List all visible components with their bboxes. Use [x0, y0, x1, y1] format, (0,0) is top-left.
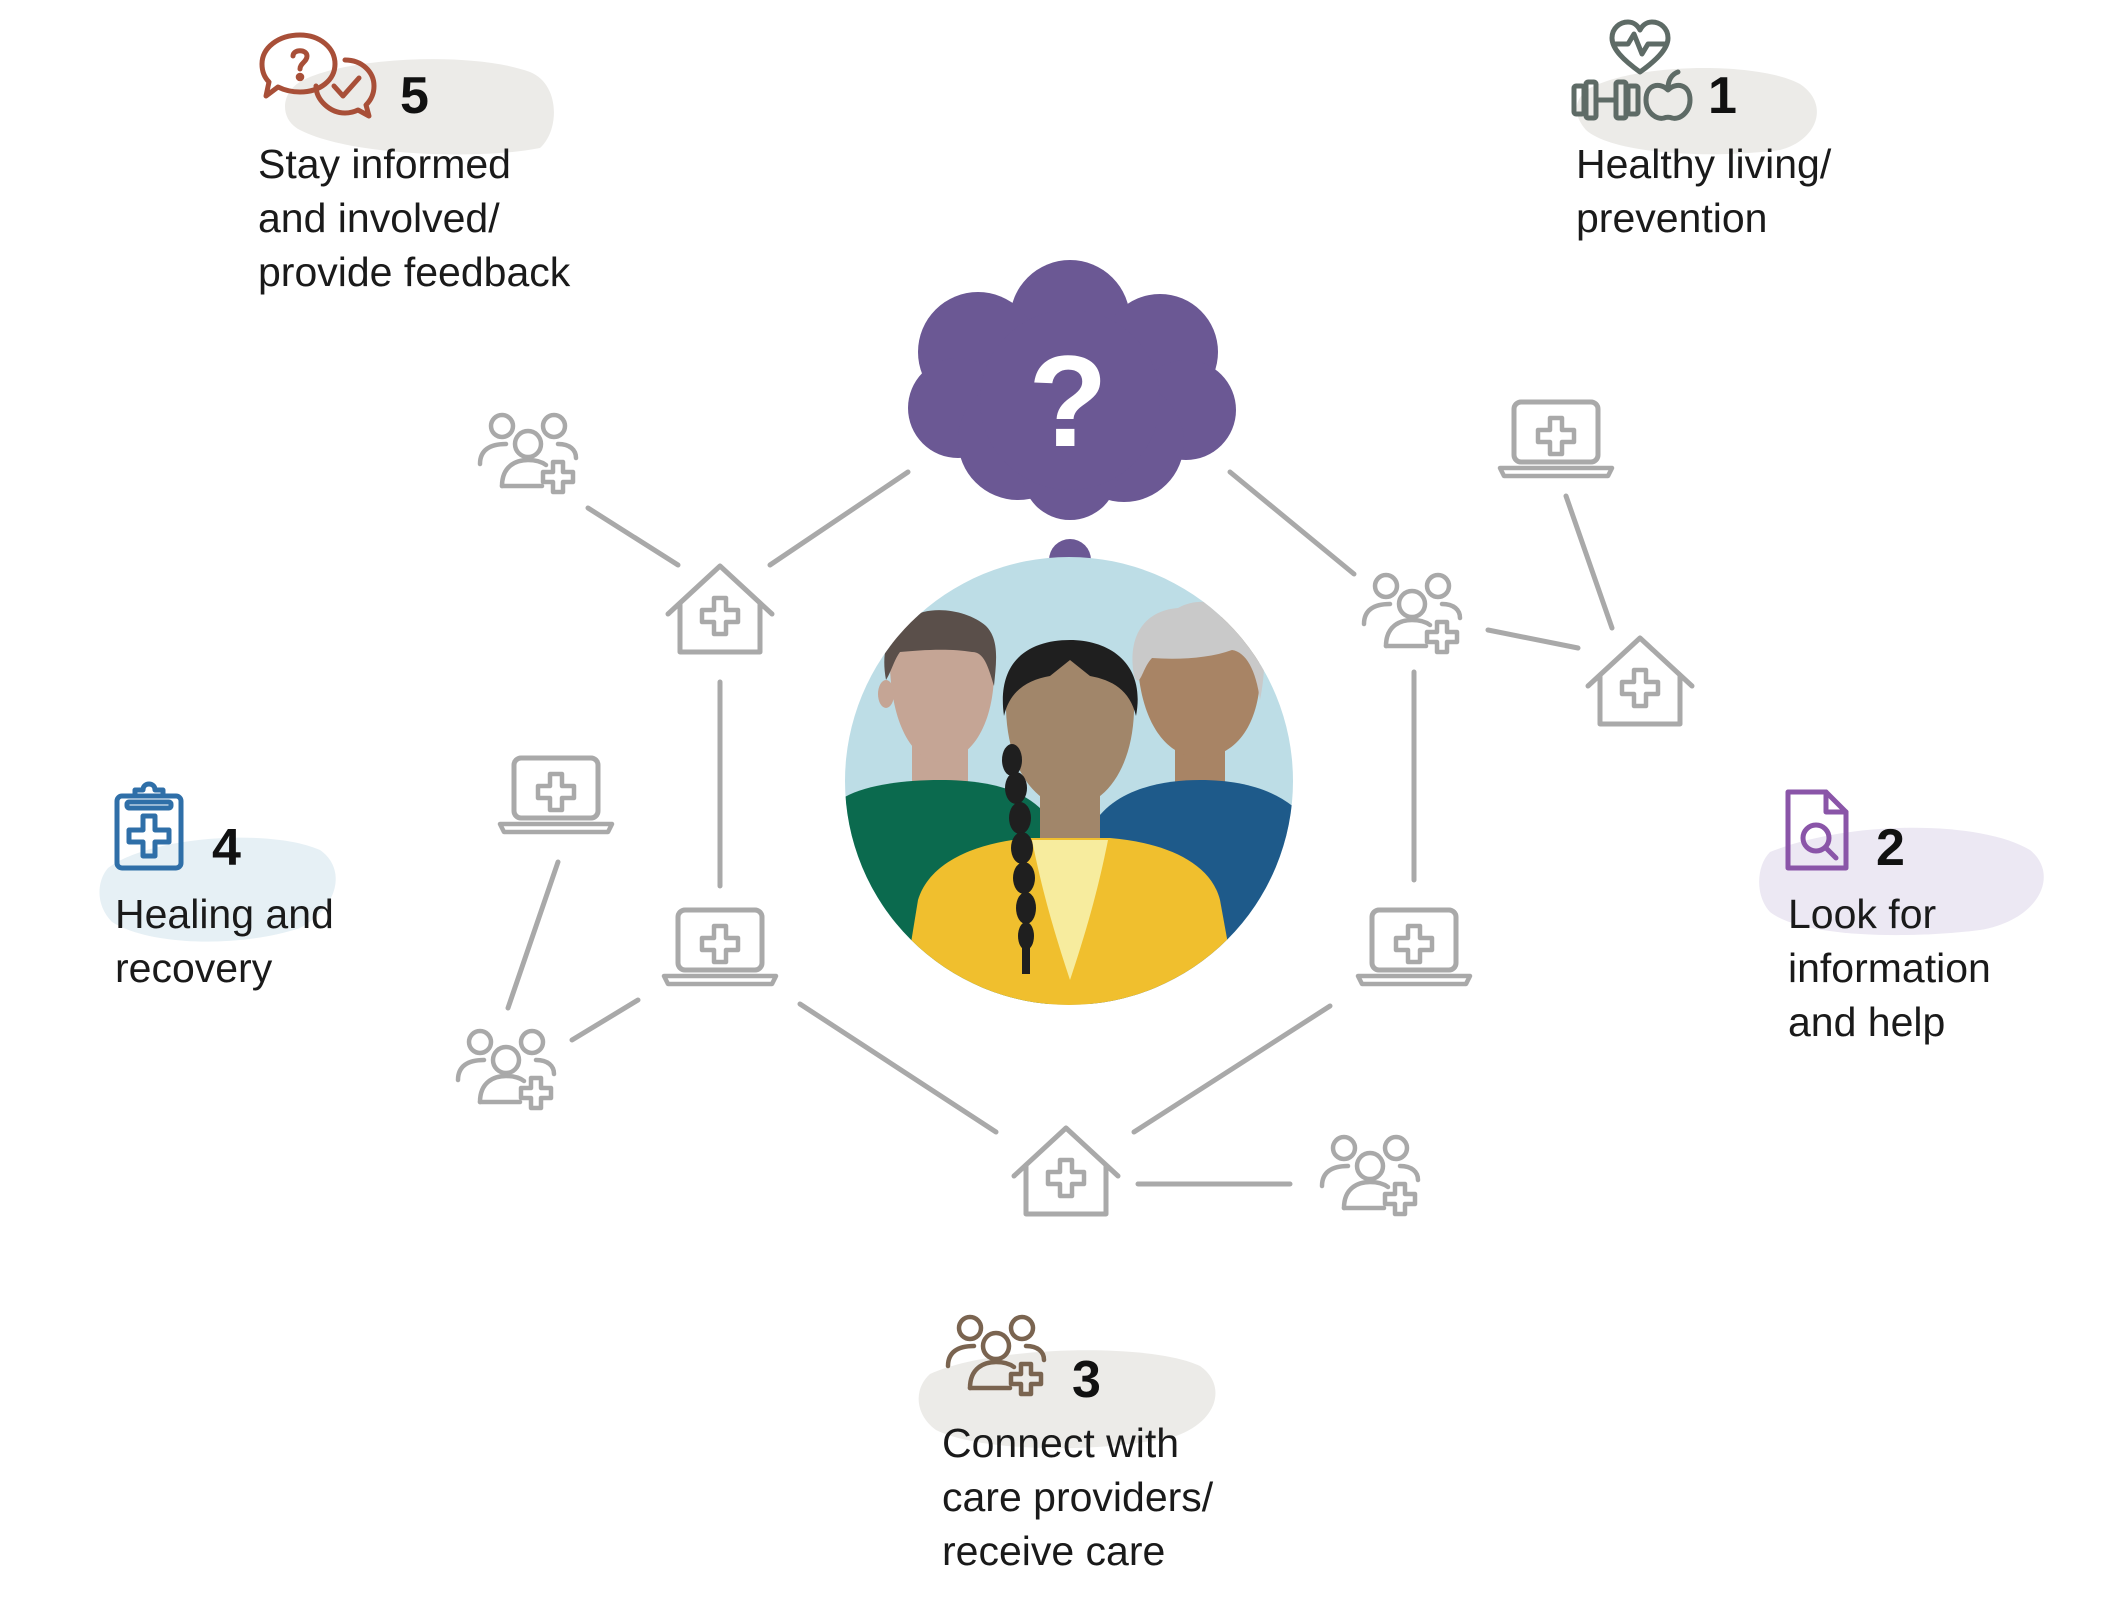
step-5-number: 5 — [400, 67, 429, 125]
step-3-line-3: receive care — [942, 1528, 1166, 1574]
step-3-line-1: Connect with — [942, 1420, 1180, 1466]
step-4-line-1: Healing and — [115, 891, 334, 937]
step-5-line-3: provide feedback — [258, 249, 571, 295]
step-5-label: Stay informed and involved/ provide feed… — [258, 137, 570, 299]
step-1-label: Healthy living/ prevention — [1576, 137, 1831, 245]
clipboard-plus-icon — [114, 781, 184, 871]
house-node-bottom — [1014, 1128, 1118, 1214]
people-node-lower-left — [458, 1031, 554, 1108]
laptop-node-lower-left — [664, 910, 776, 984]
question-mark: ? — [1028, 328, 1107, 474]
people-node-right — [1364, 575, 1460, 652]
people-portrait — [845, 557, 1293, 1005]
step-2-number: 2 — [1876, 819, 1905, 877]
chat-question-check-icon — [259, 32, 377, 119]
step-3-highlight — [918, 1350, 1216, 1449]
step-1-line-2: prevention — [1576, 195, 1768, 241]
step-5-line-2: and involved/ — [258, 195, 500, 241]
laptop-node-top-right — [1500, 402, 1612, 476]
people-node-top-left — [480, 415, 576, 492]
step-3-number: 3 — [1072, 1351, 1101, 1409]
step-2-line-2: information — [1788, 945, 1991, 991]
step-2-line-3: and help — [1788, 999, 1946, 1045]
house-node-top-left — [668, 566, 772, 652]
step-2-line-1: Look for — [1788, 891, 1937, 937]
step-1-line-1: Healthy living/ — [1576, 141, 1832, 187]
step-2-label: Look for information and help — [1788, 887, 1991, 1049]
step-4-label: Healing and recovery — [115, 887, 334, 995]
laptop-node-lower-right — [1358, 910, 1470, 984]
people-node-bottom-right — [1322, 1137, 1418, 1214]
house-node-right — [1588, 638, 1692, 724]
fitness-heart-apple-icon — [1571, 19, 1693, 121]
step-4-highlight — [99, 837, 336, 942]
network-connectors — [505, 469, 1615, 1187]
laptop-node-left — [500, 758, 612, 832]
step-4-line-2: recovery — [115, 945, 273, 991]
document-search-icon — [1785, 789, 1849, 871]
step-5-line-1: Stay informed — [258, 141, 511, 187]
step-3-label: Connect with care providers/ receive car… — [942, 1416, 1213, 1578]
thought-cloud — [908, 260, 1236, 520]
person-center — [900, 640, 1240, 1005]
step-1-number: 1 — [1708, 67, 1737, 125]
people-plus-icon — [945, 1314, 1047, 1397]
step-4-number: 4 — [212, 819, 241, 877]
braid — [1002, 744, 1036, 974]
step-3-line-2: care providers/ — [942, 1474, 1214, 1520]
